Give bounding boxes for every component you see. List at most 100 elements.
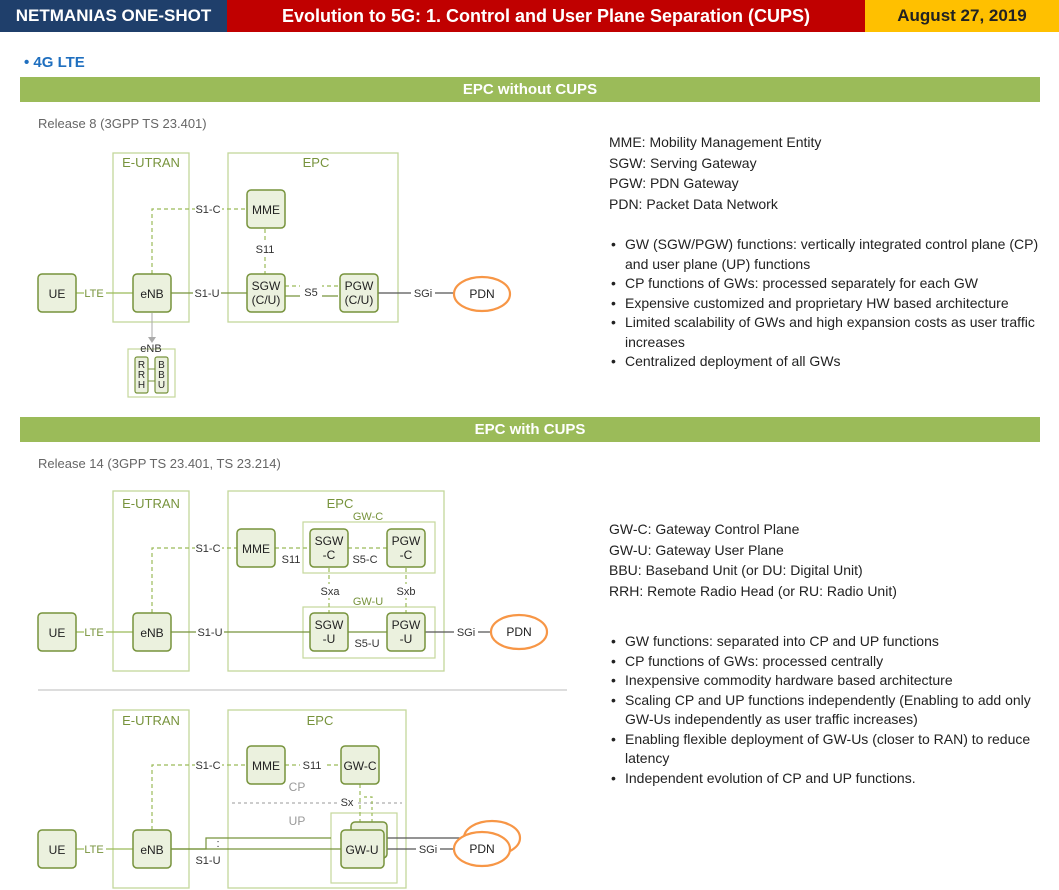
sgw-u-node-label-2: -U [323,632,336,646]
pgw-c-node [386,528,426,568]
subheading-4g-lte: • 4G LTE [24,54,85,71]
epc-label-a: EPC [327,496,354,511]
pdn-cloud-b [452,830,512,868]
gwu-group-label: GW-U [353,596,383,608]
header-date: August 27, 2019 [865,0,1059,32]
ue-node-label: UE [49,287,66,301]
legend-item: MME: Mobility Management Entity [609,134,822,150]
sgw-node-label-2: (C/U) [252,293,281,307]
eutran-container-a [112,490,190,672]
epc-label-b: EPC [307,713,334,728]
eutran-label-b: E-UTRAN [122,713,180,728]
cp-region-label: CP [289,780,306,794]
eutran-container-b [112,709,190,889]
bullet-item: CP functions of GWs: processed centrally [609,652,1049,672]
diagram-epc-without-cups: E-UTRAN EPC LTE S1-C S11 S1-U S5 SGi UE … [37,152,512,398]
pgw-u-node-label-1: PGW [392,618,421,632]
pdn-cloud [452,275,512,313]
header-title: Evolution to 5G: 1. Control and User Pla… [227,0,865,32]
pdn-label-b: PDN [469,842,494,856]
bullet-item: Enabling flexible deployment of GW-Us (c… [609,730,1049,769]
enb-node-label-a: eNB [140,626,163,640]
s1c-link-label: S1-C [195,204,220,216]
sgi-link-label-b: SGi [419,844,437,856]
release-note-8: Release 8 (3GPP TS 23.401) [38,116,207,131]
svg-text::: : [216,838,219,850]
epc-label: EPC [303,155,330,170]
lte-link-label-b: LTE [84,844,103,856]
pgw-node [339,273,379,313]
ue-node [37,273,77,313]
enb-node-label-b: eNB [140,843,163,857]
lte-link-label: LTE [84,288,103,300]
s1c-link-label-b: S1-C [195,760,220,772]
legend-section1: MME: Mobility Management Entity SGW: Ser… [609,132,821,214]
pdn-cloud-a [489,613,549,651]
bullet-item: GW functions: separated into CP and UP f… [609,632,1049,652]
mme-node-b [246,745,286,785]
pgw-node-label-1: PGW [345,279,374,293]
enb-detail-box [127,348,176,398]
ue-node-b [37,829,77,869]
mme-node-label-a: MME [242,542,270,556]
gwc-node [340,745,380,785]
sxa-link-label: Sxa [321,586,341,598]
pgw-node-label-2: (C/U) [345,293,374,307]
bullet-item: Independent evolution of CP and UP funct… [609,769,1049,789]
sx-link-label: Sx [341,797,354,809]
legend-item: BBU: Baseband Unit (or DU: Digital Unit) [609,562,863,578]
enb-node [132,273,172,313]
legend-item: GW-C: Gateway Control Plane [609,521,800,537]
pdn-label-a: PDN [506,625,531,639]
sgw-node [246,273,286,313]
ue-node-label-a: UE [49,626,66,640]
bullet-item: CP functions of GWs: processed separatel… [609,274,1049,294]
enb-node-label: eNB [140,287,163,301]
ue-node-label-b: UE [49,843,66,857]
gwu-node [340,829,385,869]
mme-node-a [236,528,276,568]
s5c-link-label: S5-C [352,554,377,566]
pgw-u-node-label-2: -U [400,632,413,646]
bullet-list-section2: GW functions: separated into CP and UP f… [609,632,1049,788]
up-region-label: UP [289,814,306,828]
epc-container-a [227,490,445,672]
eutran-label: E-UTRAN [122,155,180,170]
s11-link-label-b: S11 [303,760,322,772]
sgw-c-node-label-2: -C [323,548,336,562]
sgi-link-label: SGi [414,288,432,300]
release-note-14: Release 14 (3GPP TS 23.401, TS 23.214) [38,456,281,471]
mme-node-label-b: MME [252,759,280,773]
bullet-item: Expensive customized and proprietary HW … [609,294,1049,314]
gwc-group-label: GW-C [353,511,383,523]
sxb-link-label: Sxb [397,586,416,598]
lte-link-label-a: LTE [84,627,103,639]
sgw-node-label-1: SGW [252,279,281,293]
s1u-link-label-a: S1-U [197,627,222,639]
bbu-unit [154,356,169,394]
legend-item: PDN: Packet Data Network [609,195,778,212]
epc-container [227,152,399,323]
diagram-epc-with-cups: E-UTRAN EPC GW-C GW-U LTE S1-C S11 S5-C … [37,490,567,889]
s1c-link [151,208,247,274]
pgw-u-node [386,612,426,652]
eutran-label-a: E-UTRAN [122,496,180,511]
gwu-node-label: GW-U [345,843,378,857]
sgw-c-node-label-1: SGW [315,534,344,548]
eutran-container [112,152,190,323]
bullet-item: Scaling CP and UP functions independentl… [609,691,1049,730]
bullet-list-section1: GW (SGW/PGW) functions: vertically integ… [609,235,1049,372]
legend-item: GW-U: Gateway User Plane [609,541,784,558]
legend-item: PGW: PDN Gateway [609,175,739,191]
s11-link-label-a: S11 [282,554,301,566]
sgw-u-node-label-1: SGW [315,618,344,632]
bullet-item: Centralized deployment of all GWs [609,352,1049,372]
s5-link-label: S5 [304,287,317,299]
gwc-node-label: GW-C [343,759,376,773]
section-bar-with-cups: EPC with CUPS [20,417,1040,442]
legend-item: SGW: Serving Gateway [609,154,757,171]
bullet-item: Limited scalability of GWs and high expa… [609,313,1049,352]
enb-node-b [132,829,172,869]
